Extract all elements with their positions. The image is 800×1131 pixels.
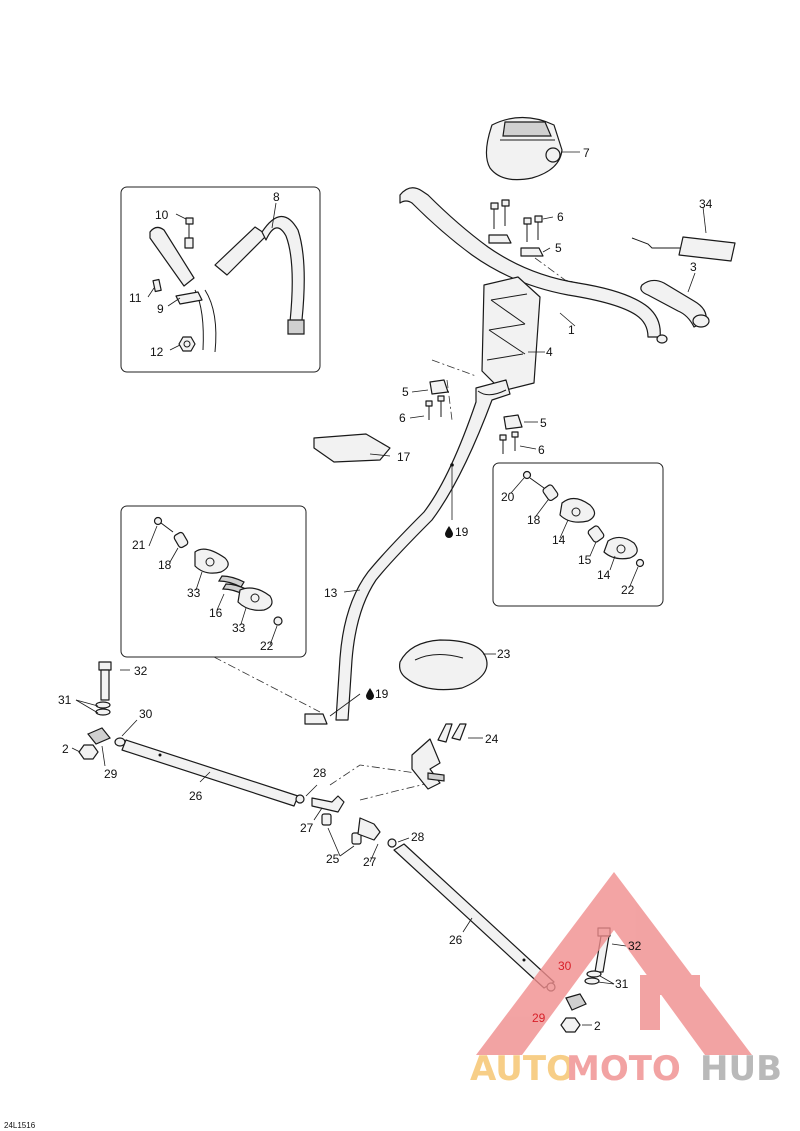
callout-22-lower: 22 <box>260 639 274 653</box>
callout-26-lower: 26 <box>449 933 463 947</box>
callout-17: 17 <box>397 450 411 464</box>
top-riser-bolts <box>488 199 554 257</box>
steering-bracket <box>411 723 483 790</box>
handlebar-cover <box>485 116 580 181</box>
callout-26-upper: 26 <box>189 789 203 803</box>
connector-line-4 <box>359 781 435 801</box>
grease-drop-icons <box>366 526 453 700</box>
callout-18-lower: 18 <box>158 558 172 572</box>
lower-riser-clamps <box>409 379 538 454</box>
callout-5-left: 5 <box>402 385 409 399</box>
callout-19-a: 19 <box>455 525 469 539</box>
callout-6-right: 6 <box>538 443 545 457</box>
callout-27-b: 27 <box>363 855 377 869</box>
callout-13: 13 <box>324 586 338 600</box>
inset-handlebar-illustration <box>147 202 305 353</box>
steering-column <box>304 379 511 725</box>
callout-2-right: 2 <box>594 1019 601 1033</box>
callout-23: 23 <box>497 647 511 661</box>
inset-lower-clamp-illustration <box>148 516 283 646</box>
grip <box>640 272 710 328</box>
callout-31-left: 31 <box>58 693 72 707</box>
watermark-triangle-icon <box>476 872 752 1055</box>
watermark-logo: AUTO MOTO HUB <box>470 872 782 1089</box>
callout-25: 25 <box>326 852 340 866</box>
callout-11: 11 <box>129 291 142 305</box>
watermark-moto: MOTO <box>566 1049 681 1089</box>
callout-3: 3 <box>690 260 697 274</box>
callout-9: 9 <box>157 302 164 316</box>
callout-14-b: 14 <box>597 568 611 582</box>
reference-code: 24L1516 <box>4 1121 36 1130</box>
inset-upper-clamp-illustration <box>510 470 645 587</box>
callout-21: 21 <box>132 538 146 552</box>
inset-box-lower-clamp <box>120 505 307 658</box>
callout-31-right: 31 <box>615 977 629 991</box>
tie-rod-lower <box>393 843 556 992</box>
callout-33-b: 33 <box>232 621 246 635</box>
callout-6-left: 6 <box>399 411 406 425</box>
callout-14-a: 14 <box>552 533 566 547</box>
callout-32-left: 32 <box>134 664 148 678</box>
callout-28-b: 28 <box>411 830 425 844</box>
callout-30-right: 30 <box>558 959 572 973</box>
connector-line-6 <box>446 379 453 421</box>
callout-4: 4 <box>546 345 553 359</box>
callout-12: 12 <box>150 345 164 359</box>
callout-27-a: 27 <box>300 821 314 835</box>
callout-10: 10 <box>155 208 169 222</box>
mounting-plate <box>313 433 391 463</box>
handlebar-riser <box>481 276 545 392</box>
callout-16: 16 <box>209 606 223 620</box>
callout-7: 7 <box>583 146 590 160</box>
callout-29-left: 29 <box>104 767 118 781</box>
callout-22-upper: 22 <box>621 583 635 597</box>
callout-8: 8 <box>273 190 280 204</box>
watermark-hub: HUB <box>700 1049 782 1089</box>
callout-34: 34 <box>699 197 713 211</box>
callout-1: 1 <box>568 323 575 337</box>
connector-line-2 <box>213 656 321 713</box>
left-tie-rod-hardware <box>71 661 138 767</box>
center-tie-rod-joint <box>321 813 410 863</box>
callout-28-a: 28 <box>313 766 327 780</box>
steering-boot <box>399 639 496 691</box>
callout-20: 20 <box>501 490 515 504</box>
callout-19-b: 19 <box>375 687 389 701</box>
callout-labels: 1 2 2 3 4 5 5 5 6 6 6 7 8 9 10 11 12 13 … <box>58 146 713 1033</box>
callout-15: 15 <box>578 553 592 567</box>
callout-18-upper: 18 <box>527 513 541 527</box>
callout-30-left: 30 <box>139 707 153 721</box>
handlebar <box>399 187 668 344</box>
callout-5-right: 5 <box>540 416 547 430</box>
callout-33-a: 33 <box>187 586 201 600</box>
connector-line-3 <box>329 764 431 786</box>
grip-heater <box>631 206 736 262</box>
callout-32-right: 32 <box>628 939 642 953</box>
tie-rod-upper <box>121 739 345 821</box>
right-tie-rod-hardware <box>560 927 627 1033</box>
callout-6-top: 6 <box>557 210 564 224</box>
callout-24: 24 <box>485 732 499 746</box>
inset-box-upper-clamp <box>492 462 664 607</box>
callout-2-left: 2 <box>62 742 69 756</box>
callout-5-top: 5 <box>555 241 562 255</box>
watermark-auto: AUTO <box>470 1049 575 1089</box>
connector-line-1 <box>431 359 477 377</box>
callout-29-right: 29 <box>532 1011 546 1025</box>
